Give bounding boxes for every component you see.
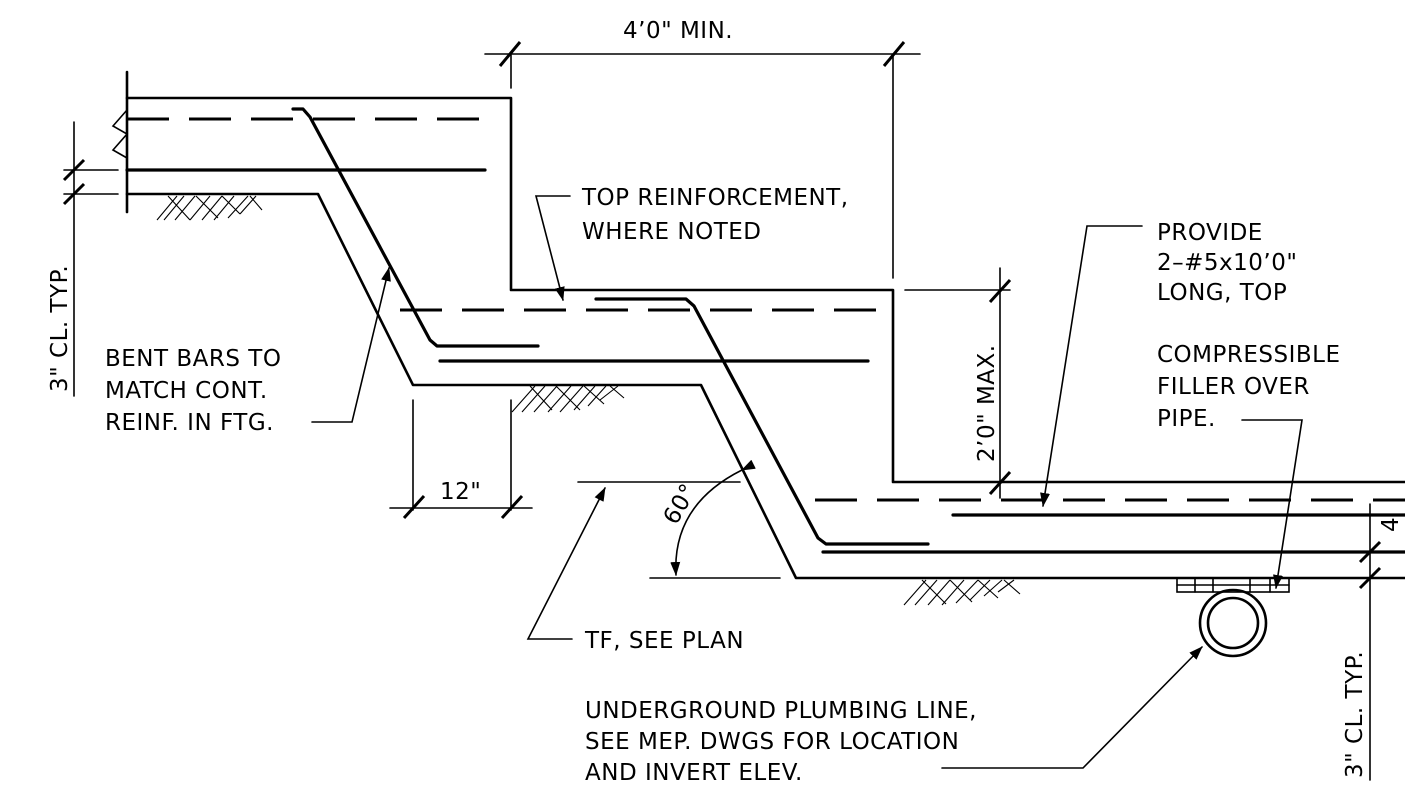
dim-slope-label: 12" <box>440 479 481 505</box>
top-reinforcement-dashed <box>127 117 1405 502</box>
note-provide-2: 2–#5x10’0" <box>1157 250 1297 276</box>
note-bent-2: MATCH CONT. <box>105 378 268 404</box>
notes: TOP REINFORCEMENT, WHERE NOTED PROVIDE 2… <box>105 185 1341 786</box>
note-filler-2: FILLER OVER <box>1157 374 1310 400</box>
dim-angle-label: 60° <box>659 479 703 529</box>
note-bent-3: REINF. IN FTG. <box>105 410 274 436</box>
dim-min-width: 4’0" MIN. <box>484 18 921 279</box>
note-top-reinf-2: WHERE NOTED <box>582 219 762 245</box>
note-filler-3: PIPE. <box>1157 406 1216 432</box>
bottom-reinforcement <box>125 168 1405 554</box>
dim-cover-right-label: 3" CL. TYP. <box>1342 651 1368 778</box>
pipe <box>1176 577 1290 658</box>
footing-outline <box>111 70 1405 580</box>
svg-text:4: 4 <box>1378 517 1404 532</box>
dim-max-height: 2’0" MAX. <box>904 267 1012 499</box>
soil-hatch <box>156 195 1021 606</box>
note-plumb-3: AND INVERT ELEV. <box>585 760 803 786</box>
dim-slope: 12" <box>389 399 533 520</box>
note-provide-3: LONG, TOP <box>1157 280 1287 306</box>
note-tf: TF, SEE PLAN <box>584 628 744 654</box>
note-provide-1: PROVIDE <box>1157 220 1263 246</box>
dim-cover-left: 3" CL. TYP. <box>47 121 119 397</box>
dim-cover-right: 3" CL. TYP. 4 <box>1342 503 1404 781</box>
note-filler-1: COMPRESSIBLE <box>1157 342 1341 368</box>
dim-max-height-label: 2’0" MAX. <box>974 344 1000 462</box>
leaders <box>311 195 1303 769</box>
dim-cover-left-label: 3" CL. TYP. <box>47 265 73 392</box>
bent-bars <box>291 107 930 546</box>
note-plumb-2: SEE MEP. DWGS FOR LOCATION <box>585 729 959 755</box>
note-plumb-1: UNDERGROUND PLUMBING LINE, <box>585 698 977 724</box>
note-top-reinf-1: TOP REINFORCEMENT, <box>581 185 849 211</box>
note-bent-1: BENT BARS TO <box>105 346 281 372</box>
dim-min-width-label: 4’0" MIN. <box>623 18 733 44</box>
